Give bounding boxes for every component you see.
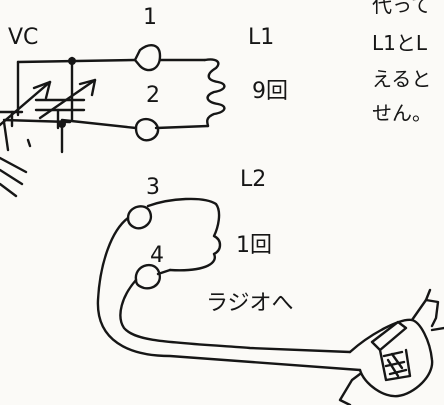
cable — [96, 216, 362, 372]
terminal-2-label: 2 — [146, 83, 160, 108]
l1-label: L1 — [248, 25, 274, 50]
coil-l1 — [203, 58, 226, 128]
to-radio-label: ラジオへ — [206, 291, 294, 316]
terminal-4-label: 4 — [150, 243, 164, 268]
l1-turns-label: 9回 — [252, 79, 288, 104]
plug — [338, 288, 444, 405]
note-line: L1とL — [372, 31, 428, 55]
vc-label: VC — [8, 25, 38, 50]
coil-l2 — [146, 197, 222, 272]
terminal-3 — [126, 205, 153, 230]
variable-capacitor — [0, 56, 138, 198]
note-line: えると — [372, 67, 431, 91]
terminal-2 — [134, 117, 210, 142]
note-line: 代って — [372, 0, 431, 17]
l2-label: L2 — [240, 167, 266, 192]
side-note: 代って L1とL えると せん。 — [372, 0, 432, 125]
terminal-1 — [133, 44, 207, 72]
terminal-4 — [134, 263, 172, 290]
terminal-1-label: 1 — [143, 5, 157, 30]
note-line: せん。 — [372, 101, 432, 125]
terminal-3-label: 3 — [146, 175, 160, 200]
l2-turns-label: 1回 — [236, 233, 272, 258]
